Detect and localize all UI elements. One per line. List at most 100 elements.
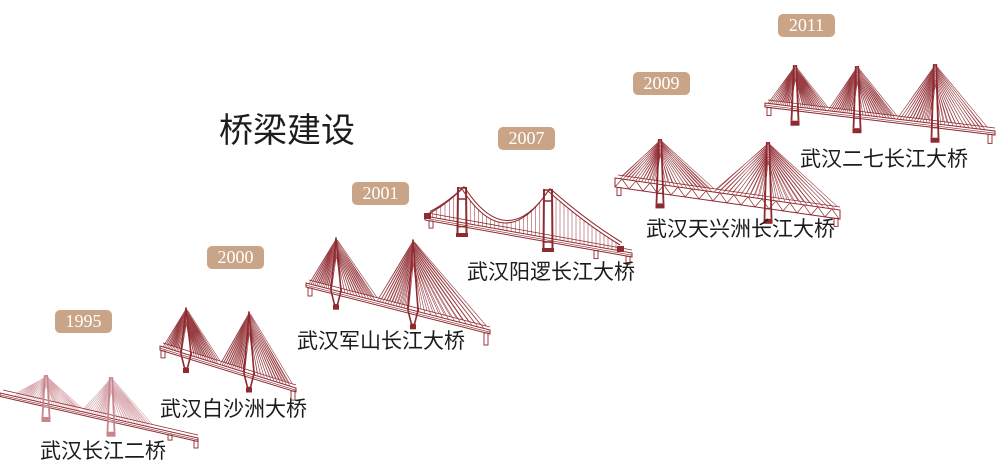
stay-cable-fan-left [619,140,661,184]
deck-girder-line [424,217,633,256]
bridge-pier [483,332,489,346]
deck-girder-line [0,394,199,441]
stay-cable-fan-left [376,241,414,309]
year-badge: 1995 [55,310,112,333]
deck-girder-line [159,347,297,391]
tower-footing [852,128,862,134]
year-badge: 2009 [633,72,690,95]
bridge-tower [41,374,51,418]
year-badge: 2011 [778,14,835,37]
bridge-name-label: 武汉二七长江大桥 [800,147,968,171]
deck-rail [767,99,996,129]
bridge-tower [655,138,665,204]
stay-cable-fan-right [795,66,829,111]
deck-rail [2,389,199,436]
bridge-pier [160,350,166,359]
cable-anchorage [424,213,431,219]
tower-footing [246,387,252,393]
cable-anchorage [617,246,624,252]
stay-cable-fan-right [186,309,221,365]
year-badge: 2001 [352,182,409,205]
bridge-name-label: 武汉军山长江大桥 [297,329,465,353]
bridge-pier [766,107,772,116]
tower-crossbeam [43,375,49,408]
page-title: 桥梁建设 [219,111,355,151]
three-tower-cable-stayed-bridge-icon [764,63,996,144]
bridge-tower [763,141,773,219]
deck-rail [617,174,841,208]
bridge-pier [833,217,839,227]
bridge-pier [290,390,296,401]
stay-cable-fan-left [896,65,936,124]
stay-cable-fan-right [249,313,293,387]
tower-crossbeam [657,139,663,194]
tower-crossbeam [457,187,467,228]
stay-cable-fan-left [827,67,858,114]
bridge-tower [106,376,116,432]
bridge-name-label: 武汉阳逻长江大桥 [467,260,635,284]
tower-crossbeam [543,189,553,243]
bridge-pier [307,287,313,297]
stay-cable-fan-right [111,378,153,428]
bridge-tower [542,188,554,249]
stay-cable-fan-left [308,239,337,290]
year-badge: 2000 [207,246,264,269]
stay-cable-fan-left [219,313,250,372]
tower-footing [333,304,339,310]
tower-footing [763,218,773,224]
tower-crossbeam [932,64,938,129]
bridge-pier [616,187,622,197]
main-suspension-cable [427,186,623,246]
bridge-tower [790,64,800,121]
deck-girder-line [305,284,491,333]
bridge-pier [625,255,631,265]
truss-cable-stayed-bridge-icon [614,138,841,227]
bridge-pier [167,434,173,441]
bridge-tower [852,65,862,129]
cable-stayed-bridge-icon [305,237,491,346]
tower-footing [790,120,800,126]
stay-cable-fan-right [336,239,378,301]
tower-footing [542,248,554,252]
stay-cable-fan-right [413,241,487,329]
tower-footing [41,417,51,422]
deck-girder-line [764,104,996,134]
tower-footing [410,324,416,330]
bridge-tower [456,186,468,234]
stay-cable-fan-right [46,376,83,412]
deck-rail [162,342,297,386]
tower-footing [655,203,665,209]
stay-cable-fan-left [13,376,47,403]
tower-crossbeam [854,66,860,119]
deck-truss [614,178,840,220]
suspension-bridge-icon [424,186,633,265]
tower-crossbeam [765,142,771,210]
bridge-name-label: 武汉天兴洲长江大桥 [646,217,835,241]
stay-cable-fan-right [660,140,715,193]
suspender-hangers [432,193,617,251]
stay-cable-fan-left [81,378,112,417]
cable-stayed-bridge-icon [0,374,199,449]
stay-cable-fan-left [713,143,769,199]
bridge-name-label: 武汉白沙洲大桥 [160,397,307,421]
deck-rail [308,279,491,328]
bridge-name-label: 武汉长江二桥 [40,439,166,463]
bridge-pier [593,250,599,260]
stay-cable-fan-left [767,66,796,106]
bridge-pier [428,220,434,229]
tower-footing [183,368,189,373]
cable-stayed-bridge-icon [159,307,297,401]
tower-footing [456,233,468,237]
tower-footing [106,431,116,437]
deck-rail [427,212,633,251]
bridge-pier [193,440,199,449]
bridge-tower [930,63,940,138]
stay-cable-fan-right [768,143,838,210]
stay-cable-fan-right [857,67,898,119]
tower-crossbeam [792,65,798,112]
tower-footing [930,137,940,143]
year-badge: 2007 [498,127,555,150]
bridge-pier [987,133,993,144]
